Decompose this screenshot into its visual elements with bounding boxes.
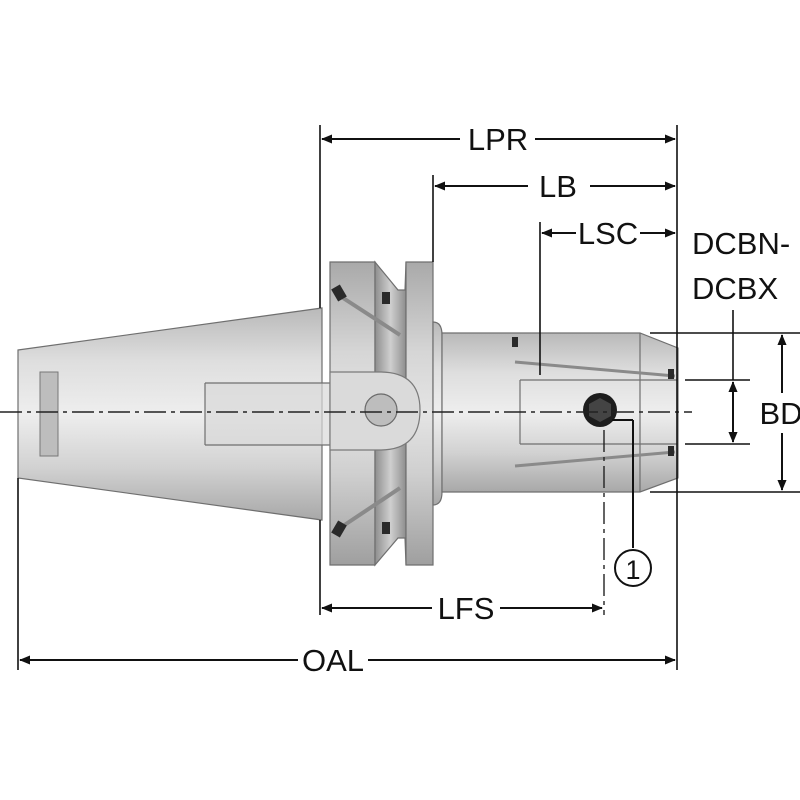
- drive-hole: [364, 393, 398, 427]
- dcbx-label: DCBX: [692, 271, 778, 306]
- clamp-screw-hex: [589, 398, 611, 422]
- lfs-label: LFS: [438, 591, 495, 626]
- coolant-channel-1: [338, 294, 402, 337]
- taper-shank: [17, 307, 323, 521]
- oal-label: OAL: [302, 643, 364, 678]
- coolant-channel-3: [514, 360, 676, 378]
- lpr-label: LPR: [468, 122, 528, 157]
- bd-label: BD: [759, 396, 800, 431]
- coolant-channel-4: [514, 450, 676, 468]
- callout-circle: [614, 549, 652, 587]
- dimension-lines: [19, 134, 787, 665]
- coolant-channel-2: [338, 486, 402, 530]
- callout-number: 1: [625, 555, 640, 585]
- extension-lines: [17, 125, 800, 670]
- retention-recess: [39, 371, 59, 457]
- lb-label: LB: [539, 169, 577, 204]
- tool-body: [17, 260, 679, 567]
- shoulder: [432, 321, 443, 506]
- lsc-label: LSC: [578, 216, 638, 251]
- taper-bore: [205, 383, 333, 445]
- dcbn-label: DCBN-: [692, 226, 790, 261]
